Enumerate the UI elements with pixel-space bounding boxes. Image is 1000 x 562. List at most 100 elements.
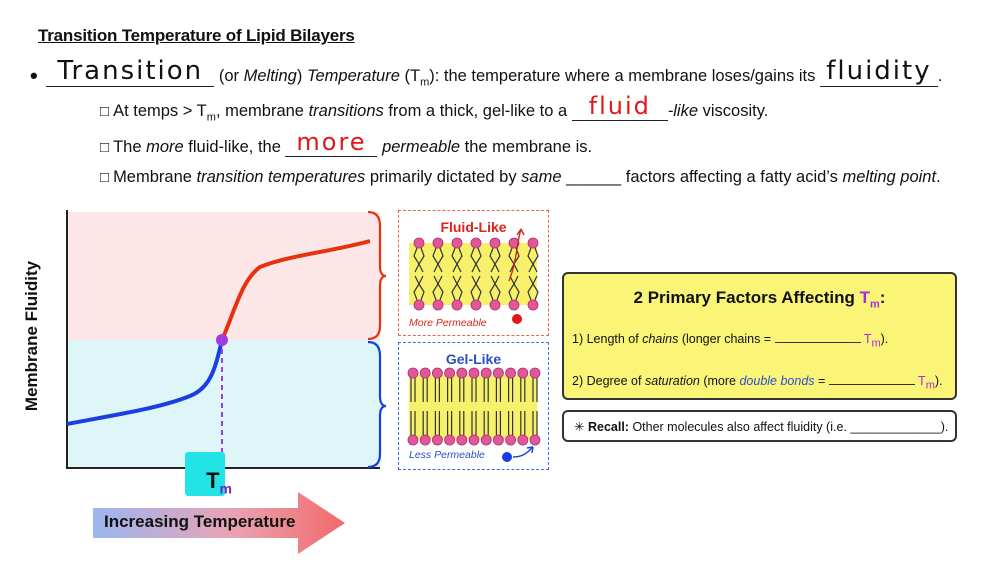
text: same xyxy=(521,168,562,186)
text: (T xyxy=(399,67,421,85)
lipid-tail xyxy=(513,275,520,301)
text: T xyxy=(863,332,872,346)
fluid-like-panel: Fluid-Like More Permeable xyxy=(398,210,549,336)
lipid-head xyxy=(468,367,480,379)
lipid-head xyxy=(470,299,482,311)
less-permeable-caption: Less Permeable xyxy=(409,449,485,461)
lipid-tail xyxy=(418,275,425,301)
text: saturation xyxy=(644,374,700,388)
factor-saturation: 2) Degree of saturation (more double bon… xyxy=(572,374,943,392)
handwritten-answer: fluid xyxy=(588,92,651,120)
text: T xyxy=(918,374,926,388)
text: At temps > T xyxy=(113,102,207,120)
text: Membrane xyxy=(113,168,197,186)
text: Melting xyxy=(243,67,297,85)
definition-line: • Transition (or Melting) Temperature (T… xyxy=(30,58,943,89)
lipid-head xyxy=(529,367,541,379)
handwritten-answer: more xyxy=(296,128,367,156)
sub-point-1: □At temps > Tm, membrane transitions fro… xyxy=(100,94,768,124)
lipid-head xyxy=(468,434,480,446)
text: permeable xyxy=(382,138,461,156)
lipid-head xyxy=(432,434,443,446)
lipid-tail xyxy=(413,247,420,273)
lipid-head xyxy=(419,367,431,379)
lipid-tail xyxy=(508,275,515,301)
lipid-head xyxy=(480,367,492,379)
lipid-head xyxy=(517,367,529,379)
text: -like xyxy=(667,102,699,120)
lipid-head xyxy=(480,434,492,446)
text: (longer chains = xyxy=(678,332,775,346)
subscript: m xyxy=(206,111,216,124)
fluid-region xyxy=(67,212,380,340)
tm-highlight xyxy=(185,452,225,496)
text: melting point xyxy=(842,168,937,186)
fluid-curve xyxy=(220,239,371,341)
text: . xyxy=(937,67,943,85)
lipid-head xyxy=(432,237,444,249)
more-permeable-caption: More Permeable xyxy=(409,317,487,329)
lipid-head xyxy=(444,434,455,446)
lipid-head xyxy=(456,434,468,446)
lipid-head xyxy=(432,299,444,311)
gel-curve xyxy=(66,339,224,426)
gel-bilayer-diagram xyxy=(407,367,541,462)
text: (or xyxy=(218,67,244,85)
fluid-bilayer-diagram xyxy=(409,228,539,324)
lipid-head xyxy=(451,299,463,311)
gel-region xyxy=(67,340,380,468)
text: transitions xyxy=(308,102,384,120)
recall-box: ✳ Recall: Other molecules also affect fl… xyxy=(562,410,957,442)
answer-blank-transition: Transition xyxy=(46,58,215,87)
text: The xyxy=(113,138,147,156)
gel-like-title: Gel-Like xyxy=(445,351,502,367)
lipid-tail xyxy=(532,275,539,301)
fluidity-graph xyxy=(66,210,387,469)
asterisk-icon: ✳ xyxy=(574,420,585,434)
tm-axis-label: Tm xyxy=(206,468,232,496)
text: : xyxy=(879,288,886,307)
lipid-head xyxy=(432,367,443,379)
lipid-head xyxy=(419,434,431,446)
gel-like-panel: Gel-Like Less Permeable xyxy=(398,342,549,470)
lipid-head xyxy=(413,237,425,249)
lipid-tail xyxy=(532,247,539,273)
text: 1) Length of xyxy=(572,332,643,346)
answer-blank-fluid: fluid xyxy=(571,94,668,121)
lipid-head xyxy=(527,237,539,249)
text: from a thick, gel-like to a xyxy=(383,102,572,120)
subscript: m xyxy=(871,337,881,350)
lipid-tail xyxy=(432,275,439,301)
lipid-tail xyxy=(456,275,463,301)
subscript: m xyxy=(925,379,935,392)
fluid-brace xyxy=(367,210,387,341)
text: = xyxy=(814,374,829,388)
lipid-head xyxy=(508,299,520,311)
text: Other molecules also affect fluidity (i.… xyxy=(628,420,949,434)
tm-point xyxy=(216,334,228,346)
lipid-tail xyxy=(437,247,444,273)
lipid-tail xyxy=(489,275,496,301)
lipid-head xyxy=(505,367,516,379)
lipid-tail xyxy=(451,247,458,273)
lipid-tail xyxy=(470,247,477,273)
text: ). xyxy=(880,332,889,346)
lipid-head xyxy=(493,434,504,446)
subscript: m xyxy=(219,480,232,497)
text: 2 Primary Factors Affecting xyxy=(633,288,860,307)
handwritten-answer: Transition xyxy=(57,56,204,86)
text: Temperature xyxy=(306,67,400,85)
answer-blank-more: more xyxy=(285,130,378,157)
x-axis-label: Increasing Temperature xyxy=(104,512,296,531)
lipid-tail xyxy=(418,247,425,273)
text: more xyxy=(146,138,184,156)
lipid-head xyxy=(456,367,468,379)
text: 2) Degree of xyxy=(572,374,645,388)
lipid-tail xyxy=(513,247,520,273)
text: chains xyxy=(642,332,679,346)
text: T xyxy=(859,288,871,307)
answer-blank xyxy=(828,374,915,385)
sub-point-3: □Membrane transition temperatures primar… xyxy=(100,168,941,187)
lipid-tail xyxy=(494,275,501,301)
lipid-head xyxy=(508,237,520,249)
